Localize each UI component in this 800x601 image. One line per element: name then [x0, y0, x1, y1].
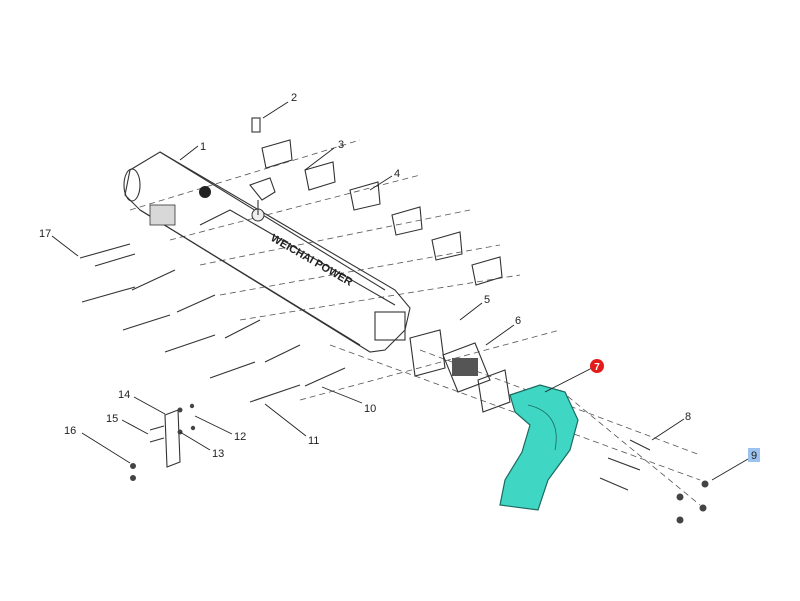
flange-gasket[interactable]	[409, 329, 446, 377]
label-part-6[interactable]: 6	[515, 315, 521, 327]
label-part-15[interactable]: 15	[106, 413, 118, 425]
exhaust-manifold[interactable]: WEICHAI POWER	[123, 151, 411, 353]
label-part-16[interactable]: 16	[64, 425, 76, 437]
adapter-block[interactable]	[442, 342, 491, 393]
label-part-14[interactable]: 14	[118, 389, 130, 401]
label-part-10[interactable]: 10	[364, 403, 376, 415]
label-part-2[interactable]: 2	[291, 92, 297, 104]
label-part-9: 9	[751, 450, 757, 462]
flange-gasket-2[interactable]	[477, 369, 511, 413]
sensor-bolt[interactable]	[249, 117, 276, 215]
callout-part-7[interactable]: 7	[590, 359, 604, 373]
label-part-7: 7	[594, 362, 600, 373]
exhaust-gaskets[interactable]	[261, 139, 503, 286]
manifold-bolts[interactable]	[79, 243, 346, 403]
callout-part-9[interactable]: 9	[748, 448, 760, 462]
label-part-3[interactable]: 3	[338, 139, 344, 151]
exhaust-elbow-pipe[interactable]	[499, 384, 579, 511]
label-part-4[interactable]: 4	[394, 168, 400, 180]
label-part-8[interactable]: 8	[685, 411, 691, 423]
callout-leaders	[51, 101, 749, 481]
label-part-11[interactable]: 11	[308, 435, 319, 447]
nuts[interactable]	[676, 480, 709, 524]
label-part-1[interactable]: 1	[200, 141, 206, 153]
studs[interactable]	[599, 439, 651, 491]
callout-labels: 1 2 3 4 5 6 7 8 9 10 11 12 13 14 15 16 1…	[39, 92, 760, 462]
label-part-5[interactable]: 5	[484, 294, 490, 306]
label-part-12[interactable]: 12	[234, 431, 246, 443]
label-part-17[interactable]: 17	[39, 228, 51, 240]
bracket-assembly[interactable]	[130, 403, 196, 481]
label-part-13[interactable]: 13	[212, 448, 224, 460]
